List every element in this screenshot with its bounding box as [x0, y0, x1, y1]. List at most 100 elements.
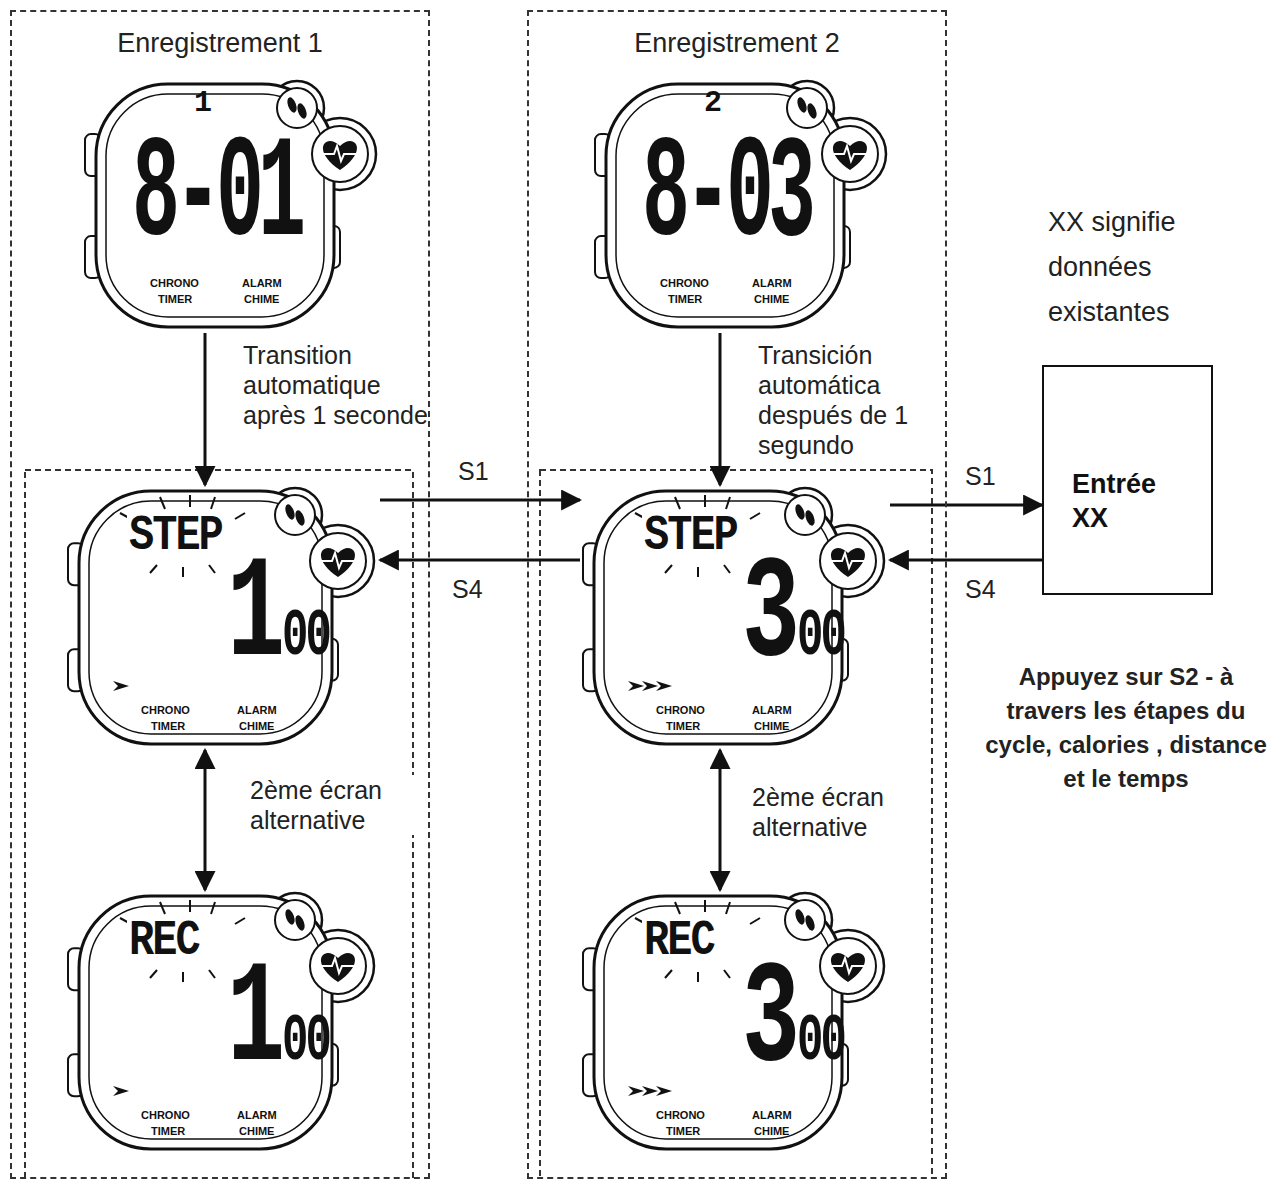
steps-icon — [284, 908, 297, 926]
lcd-label: ALARM — [237, 1110, 277, 1121]
arrow-connector — [204, 333, 207, 485]
lcd-value: 300 — [742, 543, 844, 688]
steps-icon — [806, 102, 819, 120]
heart-icon — [310, 533, 366, 589]
arrow-connector — [719, 333, 722, 485]
edge-label: S4 — [452, 574, 492, 604]
heart-icon — [831, 953, 865, 982]
lcd-label: ALARM — [752, 278, 792, 289]
lcd-label: TIMER — [158, 294, 192, 305]
steps-icon — [284, 503, 297, 521]
lcd-value: 100 — [227, 948, 329, 1093]
blink-ray — [724, 565, 730, 573]
blink-ray — [665, 970, 672, 978]
heart-icon — [831, 548, 865, 577]
watch-face: REC300CHRONOTIMERALARMCHIME — [580, 890, 890, 1155]
mode-indicator — [656, 1086, 672, 1096]
lcd-label: CHRONO — [141, 1110, 190, 1121]
blink-ray — [150, 970, 157, 978]
entry-text: Entrée XX — [1072, 467, 1187, 535]
watch-body — [79, 491, 332, 744]
arrow-connector — [380, 559, 580, 562]
ecg-line — [322, 553, 354, 568]
heart-icon — [321, 548, 355, 577]
lcd-label: CHIME — [239, 1126, 274, 1137]
watch-face: 18-01CHRONOTIMERALARMCHIME — [82, 78, 382, 333]
lcd-label: ALARM — [237, 705, 277, 716]
lcd-outline — [106, 94, 324, 317]
heart-icon — [321, 953, 355, 982]
blink-ray — [182, 972, 184, 982]
watch-face: STEP300CHRONOTIMERALARMCHIME — [580, 485, 890, 750]
blink-ray — [160, 902, 165, 914]
steps-icon — [275, 495, 315, 535]
blink-ray — [724, 970, 730, 978]
record-frame: Enregistrement 228-03CHRONOTIMERALARMCHI… — [527, 10, 947, 1179]
blink-ray — [726, 497, 730, 509]
lcd-label: TIMER — [668, 294, 702, 305]
ecg-line — [834, 146, 866, 161]
arrow-connector — [890, 559, 1042, 562]
arrow-connector — [380, 499, 580, 502]
lcd-value: 300 — [742, 948, 844, 1093]
steps-icon — [785, 495, 825, 535]
lcd-label: CHRONO — [660, 278, 709, 289]
mode-word: REC — [127, 916, 201, 966]
blink-ray — [697, 567, 699, 577]
watch-face: STEP100CHRONOTIMERALARMCHIME — [65, 485, 380, 750]
blink-ray — [211, 497, 215, 509]
steps-icon — [277, 88, 317, 128]
arrow-connector — [890, 504, 1042, 507]
inner-dashed-frame — [540, 470, 932, 1179]
steps-icon — [294, 509, 307, 527]
record-number: 2 — [704, 88, 722, 118]
heart-icon — [822, 126, 878, 182]
steps-icon — [785, 900, 825, 940]
blink-ray — [750, 513, 760, 519]
blink-ray — [726, 902, 730, 914]
lcd-label: CHRONO — [150, 278, 199, 289]
lcd-label: CHIME — [754, 1126, 789, 1137]
heart-icon — [820, 938, 876, 994]
mode-word: STEP — [642, 511, 739, 561]
steps-icon — [275, 900, 315, 940]
lcd-label: ALARM — [752, 1110, 792, 1121]
lcd-label: CHIME — [244, 294, 279, 305]
mode-indicator — [113, 681, 129, 691]
edge-label: Transition automatique après 1 seconde — [243, 340, 428, 430]
mode-word: STEP — [127, 511, 224, 561]
edge-label: S1 — [458, 456, 498, 486]
record-frame: Enregistrement 118-01CHRONOTIMERALARMCHI… — [10, 10, 430, 1179]
steps-icon — [296, 102, 309, 120]
steps-icon — [294, 914, 307, 932]
steps-icon — [804, 914, 817, 932]
lcd-date: 8-03 — [642, 124, 810, 268]
watch-body — [606, 84, 844, 327]
mode-indicator — [642, 1086, 658, 1096]
watch-face: REC100CHRONOTIMERALARMCHIME — [65, 890, 380, 1155]
blink-ray — [704, 495, 706, 507]
blink-ray — [665, 565, 672, 573]
mode-indicator — [628, 681, 644, 691]
blink-ray — [235, 918, 245, 924]
heart-icon — [323, 141, 357, 170]
edge-label: 2ème écran alternative — [250, 775, 420, 835]
watch-illustration — [65, 890, 380, 1155]
note-text: XX signifie données existantes — [1048, 200, 1248, 335]
note-text: Appuyez sur S2 - à travers les étapes du… — [978, 660, 1274, 796]
lcd-label: ALARM — [242, 278, 282, 289]
edge-label: S4 — [965, 574, 1005, 604]
watch-body — [96, 84, 334, 327]
steps-icon — [794, 503, 807, 521]
steps-icon — [804, 509, 817, 527]
mode-indicator — [628, 1086, 644, 1096]
heart-icon — [820, 533, 876, 589]
edge-label: Transición automática después de 1 segun… — [758, 340, 923, 460]
record-number: 1 — [194, 88, 212, 118]
blink-ray — [160, 497, 165, 509]
steps-icon — [796, 96, 809, 114]
heart-icon — [833, 141, 867, 170]
lcd-label: CHRONO — [141, 705, 190, 716]
blink-ray — [182, 567, 184, 577]
